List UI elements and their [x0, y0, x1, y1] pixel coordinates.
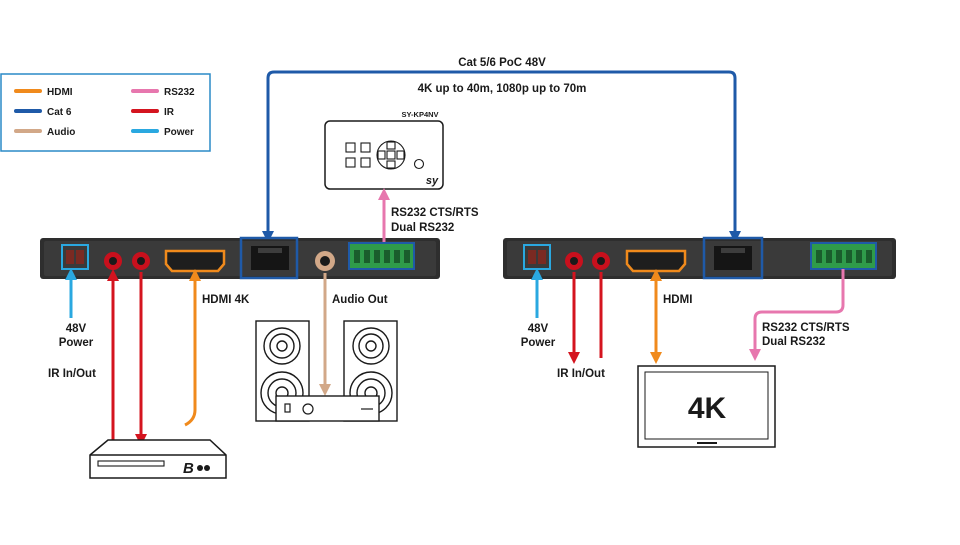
cat-link: Cat 5/6 PoC 48V 4K up to 40m, 1080p up t… — [262, 57, 741, 243]
transmitter-unit — [40, 236, 440, 280]
legend-item-cat6: Cat 6 — [14, 107, 72, 118]
cat-link-label: Cat 5/6 PoC 48V — [458, 57, 546, 69]
legend-label: HDMI — [47, 87, 73, 98]
rx-rj45-port — [702, 236, 764, 280]
keypad-buttons — [345, 140, 425, 170]
display-bezel — [637, 365, 776, 448]
tx-rs232-terminal — [348, 242, 415, 270]
display-screen — [644, 371, 769, 440]
legend: HDMI Cat 6 Audio RS232 IR Power — [0, 73, 211, 152]
legend-item-audio: Audio — [14, 127, 75, 138]
legend-label: RS232 — [164, 87, 195, 98]
tx-hdmi-port — [164, 249, 226, 273]
rx-rs232-label-1: RS232 CTS/RTS — [762, 322, 850, 334]
tx-power-label-1: 48V — [66, 323, 87, 335]
tx-rs232-label-1: RS232 CTS/RTS — [391, 207, 479, 219]
legend-item-ir: IR — [131, 107, 175, 118]
display-4k: 4K — [637, 365, 776, 448]
tx-rs232-label-2: Dual RS232 — [391, 222, 454, 234]
tx-audio-label: Audio Out — [332, 294, 388, 306]
tx-hdmi-label: HDMI 4K — [202, 294, 250, 306]
rx-rs232-cable — [749, 269, 845, 361]
rx-power-label-2: Power — [521, 337, 556, 349]
keypad-brand: sy — [426, 175, 439, 187]
legend-label: Cat 6 — [47, 107, 72, 118]
rx-rs232-terminal — [810, 242, 877, 270]
bluray-logo-icon: B — [183, 460, 194, 477]
tx-hdmi-cable — [184, 269, 201, 427]
keypad: SY-KP4NV sy — [324, 110, 444, 190]
display-4k-label: 4K — [688, 392, 727, 425]
legend-item-power: Power — [131, 127, 194, 138]
cat6-cable — [262, 70, 741, 243]
keypad-model: SY-KP4NV — [401, 110, 438, 119]
tx-ir-label: IR In/Out — [48, 368, 96, 380]
amplifier — [275, 395, 380, 422]
legend-item-rs232: RS232 — [131, 87, 195, 98]
rx-rs232-label-2: Dual RS232 — [762, 336, 825, 348]
rx-hdmi-port — [625, 249, 687, 273]
range-label: 4K up to 40m, 1080p up to 70m — [418, 83, 587, 95]
tx-rj45-port — [239, 236, 299, 280]
bluray-player: B — [89, 439, 227, 479]
legend-label: IR — [164, 107, 175, 118]
rx-hdmi-label: HDMI — [663, 294, 692, 306]
legend-item-hdmi: HDMI — [14, 87, 73, 98]
rx-power-label-1: 48V — [528, 323, 549, 335]
legend-label: Power — [164, 127, 194, 138]
legend-label: Audio — [47, 127, 75, 138]
receiver-unit — [503, 236, 896, 280]
rx-ir-label: IR In/Out — [557, 368, 605, 380]
tx-power-label-2: Power — [59, 337, 94, 349]
